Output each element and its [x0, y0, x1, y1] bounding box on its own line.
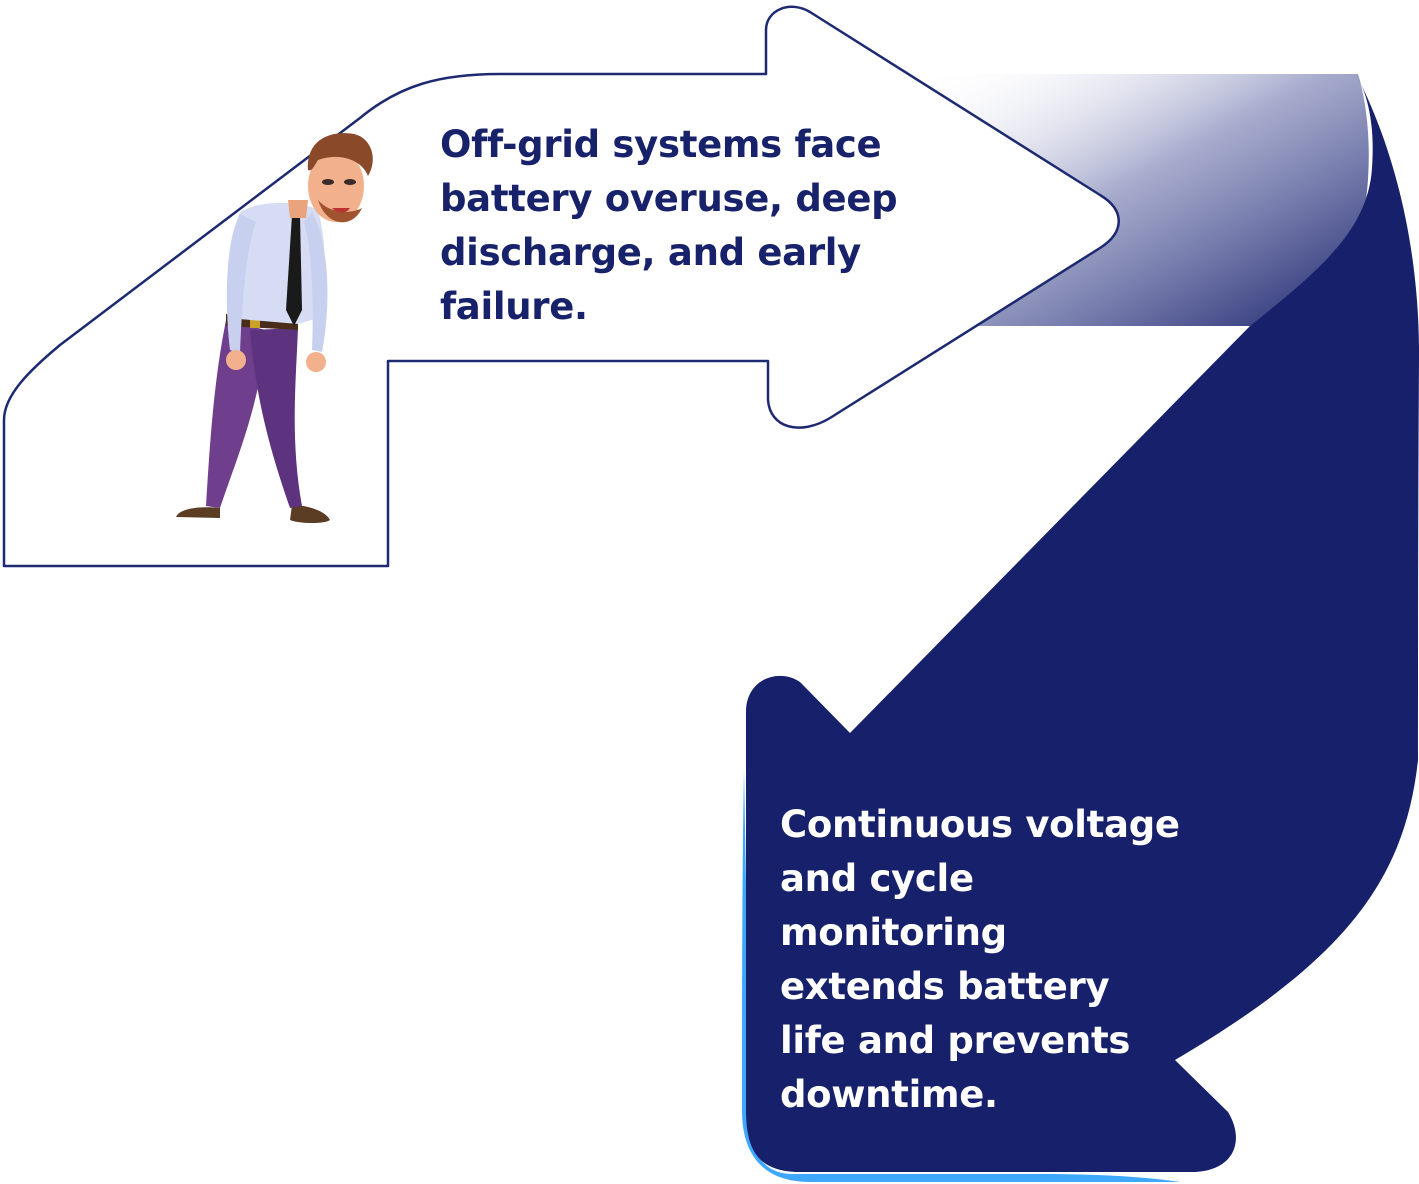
tired-businessman-icon	[176, 133, 373, 523]
solution-arrow	[746, 74, 1419, 1172]
problem-text: Off-grid systems face battery overuse, d…	[440, 123, 898, 328]
solution-text: Continuous voltage and cycle monitoring …	[780, 803, 1180, 1116]
